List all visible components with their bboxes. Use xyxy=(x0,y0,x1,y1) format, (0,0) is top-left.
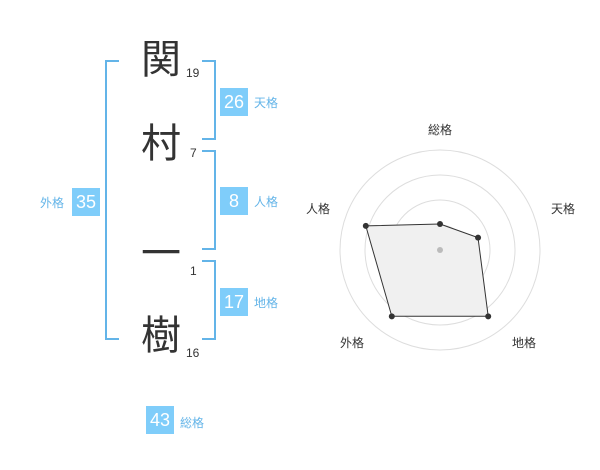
chikaku-label: 地格 xyxy=(254,296,279,310)
jinkaku-label: 人格 xyxy=(254,195,279,209)
radar-points xyxy=(362,221,492,320)
jinkaku-bracket xyxy=(202,150,216,250)
axis-label-chikaku: 地格 xyxy=(512,335,536,350)
soukaku-value: 43 xyxy=(146,406,174,434)
stroke-count-2: 7 xyxy=(190,146,197,160)
tenkaku-label: 天格 xyxy=(254,96,279,110)
axis-label-tenkaku: 天格 xyxy=(551,201,575,216)
axis-label-gaikaku: 外格 xyxy=(340,335,364,350)
stroke-count-3: 1 xyxy=(190,264,197,278)
chikaku-value: 17 xyxy=(220,288,248,316)
gaikaku-label: 外格 xyxy=(40,196,65,210)
soukaku-label: 総格 xyxy=(180,416,205,430)
radar-ring xyxy=(364,174,516,326)
radar-polygon xyxy=(365,223,489,317)
jinkaku-value: 8 xyxy=(220,187,248,215)
radar-point-5 xyxy=(362,222,369,229)
radar-point-4 xyxy=(388,313,395,320)
axis-label-jinkaku: 人格 xyxy=(306,201,330,216)
radar-point-1 xyxy=(437,221,443,227)
axis-label-soukaku: 総格 xyxy=(428,122,452,137)
name-char-4: 樹 xyxy=(141,313,181,359)
chikaku-bracket xyxy=(202,260,216,340)
radar-center-dot xyxy=(437,247,443,253)
gaikaku-value: 35 xyxy=(72,188,100,216)
radar-point-2 xyxy=(475,234,482,241)
radar-ring xyxy=(339,149,541,351)
tenkaku-bracket xyxy=(202,60,216,140)
radar-point-3 xyxy=(485,313,492,320)
name-char-3: 一 xyxy=(141,231,181,277)
gaikaku-bracket xyxy=(105,60,119,340)
tenkaku-value: 26 xyxy=(220,88,248,116)
stroke-count-1: 19 xyxy=(186,66,200,80)
name-char-1: 関 xyxy=(141,37,181,83)
name-char-2: 村 xyxy=(141,121,181,167)
stroke-count-4: 16 xyxy=(186,346,200,360)
